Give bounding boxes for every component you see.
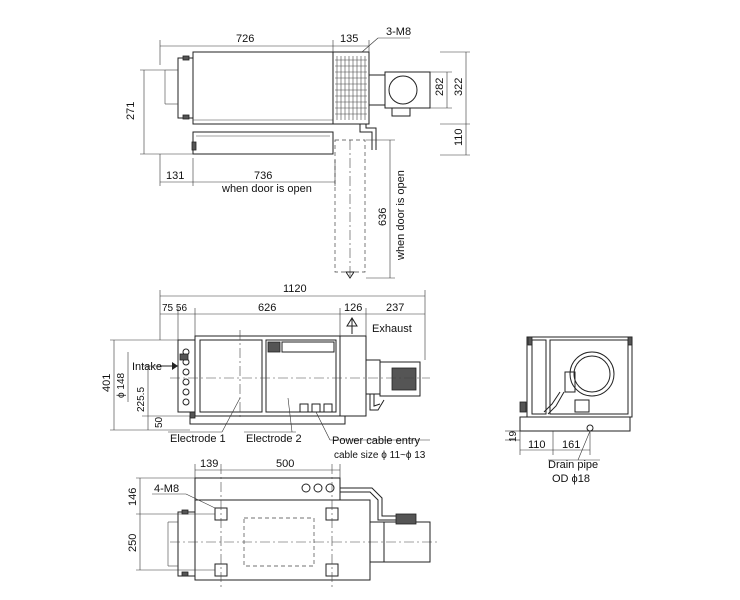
door-open-horizontal: when door is open	[221, 183, 312, 195]
side-view-base	[519, 416, 631, 432]
mesh-pattern	[335, 56, 367, 120]
dim-726: 726	[236, 33, 254, 45]
intake-tab	[179, 353, 189, 361]
front-view-base	[189, 415, 346, 425]
dim-282: 282	[434, 78, 446, 96]
bottom-view-cable	[340, 487, 396, 521]
top-view-motor	[384, 71, 431, 109]
intake-flange	[177, 339, 196, 413]
dim-75-56: 75 56	[162, 303, 187, 314]
side-dim-110: 110	[528, 439, 546, 451]
top-mount-holes: 3-M8	[386, 26, 411, 38]
dim-146: 146	[127, 488, 139, 506]
intake-arrow	[172, 362, 178, 370]
side-view-fan	[569, 351, 615, 397]
dim-322: 322	[453, 78, 465, 96]
side-view: 19 110 161 Drain pipe OD ϕ18	[505, 336, 633, 485]
dim-500: 500	[276, 458, 294, 470]
bottom-mount-holes: 4-M8	[154, 483, 179, 495]
dim-736: 736	[254, 170, 272, 182]
front-view-motor	[379, 361, 421, 397]
dim-237: 237	[386, 302, 404, 314]
top-view-left-flange	[177, 57, 194, 119]
exhaust-label: Exhaust	[372, 323, 412, 335]
side-view-cable	[543, 391, 565, 415]
mesh-panel	[332, 51, 370, 125]
dim-131: 131	[166, 170, 184, 182]
bottom-view: 139 500 4-M8 146 250	[127, 458, 440, 590]
top-view: 726 135 3-M8 282 322 110 271 131 736 whe…	[125, 26, 470, 279]
dim-271: 271	[125, 102, 137, 120]
front-view-cable	[369, 394, 385, 411]
motor-terminal-box	[391, 367, 417, 391]
dim-250: 250	[127, 534, 139, 552]
dim-126: 126	[344, 302, 362, 314]
drain-pipe-label: Drain pipe	[548, 459, 598, 471]
dim-139: 139	[200, 458, 218, 470]
top-view-base	[192, 131, 334, 155]
dim-225-5: 225.5	[136, 387, 147, 412]
dim-50: 50	[154, 416, 165, 428]
dim-626: 626	[258, 302, 276, 314]
exhaust-arrow	[346, 317, 358, 327]
side-dim-19: 19	[508, 430, 519, 442]
electrode-1-label: Electrode 1	[170, 433, 226, 445]
dim-135: 135	[340, 33, 358, 45]
dim-110: 110	[453, 128, 465, 146]
front-view: 1120 75 56 626 126 237 Exhaust Intake 40…	[101, 283, 430, 461]
door-open-vertical: when door is open	[395, 170, 407, 261]
dia-148: ϕ 148	[116, 372, 127, 398]
power-cable-entry-label: Power cable entry	[332, 435, 421, 447]
cable-size-label: cable size ϕ 11~ϕ 13	[334, 450, 426, 461]
drain-od-label: OD ϕ18	[552, 473, 590, 485]
side-dim-161: 161	[562, 439, 580, 451]
bottom-view-flange	[177, 511, 196, 577]
logo-badge	[267, 341, 281, 353]
electrode-2-label: Electrode 2	[246, 433, 302, 445]
dim-401: 401	[101, 374, 113, 392]
side-view-body	[526, 336, 633, 418]
top-view-cable	[359, 124, 377, 150]
product-label	[281, 341, 335, 353]
top-view-motor-mount	[368, 74, 386, 106]
dim-1120: 1120	[283, 283, 307, 295]
drain-outlet	[586, 424, 594, 432]
electrode-1-panel	[199, 339, 263, 413]
top-view-body	[192, 51, 334, 125]
bottom-terminal-box	[395, 513, 417, 525]
exhaust-housing	[339, 335, 367, 417]
dim-636: 636	[377, 208, 389, 226]
bottom-view-top-section	[194, 477, 341, 501]
intake-label: Intake	[132, 361, 162, 373]
